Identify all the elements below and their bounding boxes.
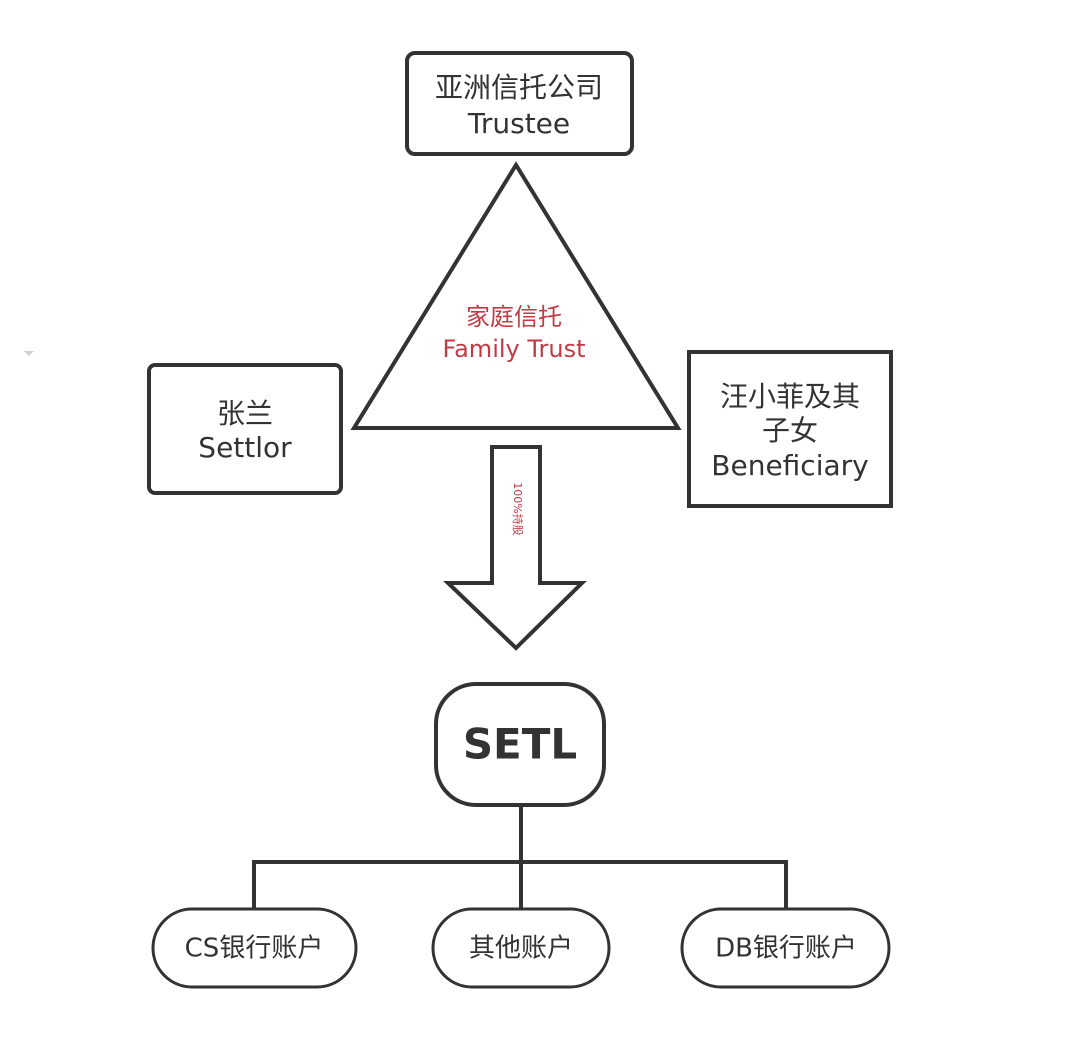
down-arrow-icon [443, 445, 587, 651]
account-node-other: 其他账户 [431, 907, 611, 989]
beneficiary-node: 汪小菲及其 子女 Beneficiary [687, 350, 893, 508]
account-box-cs [151, 907, 358, 989]
family-trust-triangle [350, 161, 682, 430]
shareholding-label: 100%持股 [511, 482, 525, 535]
trustee-box [405, 51, 634, 156]
account-box-db [680, 907, 891, 989]
account-node-db: DB银行账户 [680, 907, 891, 989]
settlor-node: 张兰 Settlor [147, 363, 343, 495]
family-trust-name-en: Family Trust [443, 335, 586, 363]
account-connectors [252, 805, 788, 909]
trustee-node: 亚洲信托公司 Trustee [405, 51, 634, 156]
beneficiary-name-line1: 汪小菲及其 [720, 380, 860, 413]
shareholding-arrow: 100%持股 [443, 445, 587, 651]
beneficiary-role: Beneficiary [711, 449, 868, 482]
family-trust-name-cn: 家庭信托 [466, 303, 562, 331]
settlor-box [147, 363, 343, 495]
beneficiary-name-line2: 子女 [762, 414, 818, 447]
account-node-cs: CS银行账户 [151, 907, 358, 989]
left-edge-mark [24, 351, 34, 356]
account-box-other [431, 907, 611, 989]
settlor-role: Settlor [198, 431, 292, 464]
trustee-name: 亚洲信托公司 [435, 71, 603, 104]
account-label-cs: CS银行账户 [185, 934, 324, 964]
trustee-role: Trustee [467, 107, 570, 140]
beneficiary-box [687, 350, 893, 508]
company-node: SETL [434, 682, 606, 807]
settlor-name: 张兰 [217, 397, 273, 430]
account-label-db: DB银行账户 [715, 934, 857, 964]
company-name: SETL [463, 720, 577, 769]
account-label-other: 其他账户 [469, 934, 573, 964]
family-trust-node: 家庭信托 Family Trust [350, 161, 682, 430]
